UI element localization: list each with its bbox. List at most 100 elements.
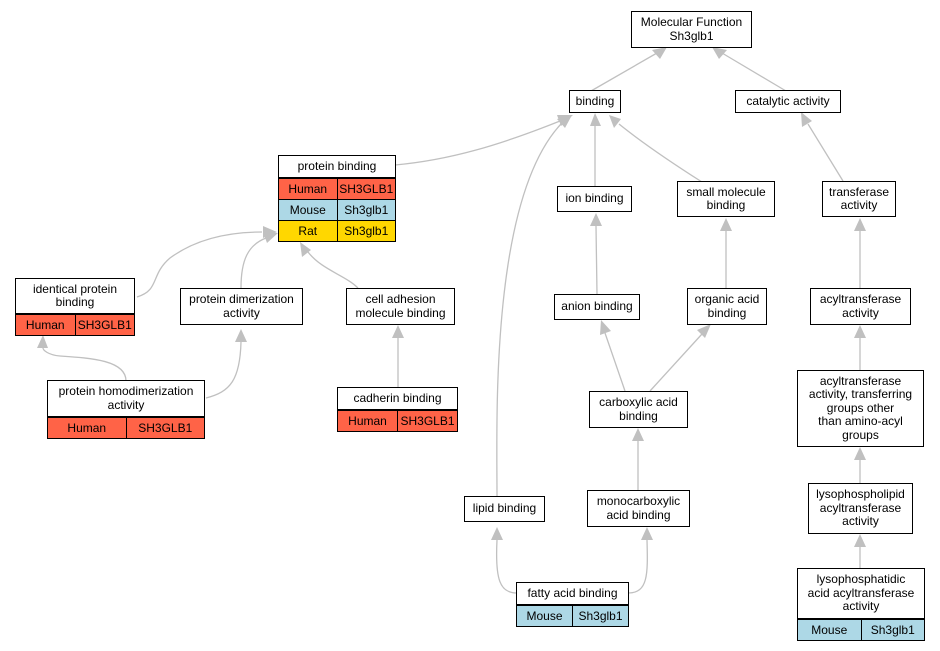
arrowhead bbox=[590, 113, 601, 126]
node-ion-binding[interactable]: ion binding bbox=[557, 186, 632, 212]
gene-cell: SH3GLB1 bbox=[397, 411, 457, 431]
node-fatty-acid-binding[interactable]: fatty acid binding Mouse Sh3glb1 bbox=[516, 582, 629, 627]
edge-carboxylic-to-anion bbox=[604, 332, 626, 392]
gene-cell: Sh3glb1 bbox=[572, 606, 628, 626]
node-label: binding bbox=[575, 93, 615, 108]
edge-catalytic-activity-to-molecular-function bbox=[721, 52, 787, 92]
node-label: Molecular Function Sh3glb1 bbox=[640, 15, 743, 43]
gene-cell: Sh3glb1 bbox=[336, 221, 395, 241]
species-row: Human SH3GLB1 bbox=[16, 314, 134, 335]
node-identical-protein-binding[interactable]: identical protein binding Human SH3GLB1 bbox=[15, 278, 135, 336]
edge-homodimerization-to-identical-protein bbox=[42, 347, 127, 382]
node-label: transferase activity bbox=[828, 184, 890, 212]
edge-fatty-acid-to-lipid bbox=[495, 539, 518, 594]
gene-cell: SH3GLB1 bbox=[336, 179, 395, 199]
arrowhead bbox=[392, 325, 404, 338]
node-lipid-binding[interactable]: lipid binding bbox=[464, 496, 545, 522]
species-cell: Mouse bbox=[279, 200, 337, 220]
node-protein-homodimerization-activity[interactable]: protein homodimerization activity Human … bbox=[47, 380, 205, 439]
node-label: ion binding bbox=[565, 191, 624, 206]
species-cell: Mouse bbox=[517, 606, 572, 626]
node-label: identical protein binding bbox=[16, 279, 134, 314]
species-cell: Mouse bbox=[798, 620, 861, 640]
node-label: cell adhesion molecule binding bbox=[355, 292, 446, 320]
edge-anion-to-ion bbox=[595, 225, 598, 295]
arrowhead bbox=[801, 112, 812, 127]
node-protein-binding[interactable]: protein binding Human SH3GLB1 Mouse Sh3g… bbox=[278, 155, 396, 242]
arrowhead bbox=[720, 218, 732, 231]
arrowhead bbox=[590, 213, 602, 226]
edge-fatty-acid-to-monocarboxylic bbox=[627, 539, 648, 594]
node-label: fatty acid binding bbox=[517, 583, 628, 605]
species-cell: Rat bbox=[279, 221, 337, 241]
node-organic-acid-binding[interactable]: organic acid binding bbox=[687, 288, 767, 325]
species-row: Human SH3GLB1 bbox=[338, 410, 457, 431]
arrowhead bbox=[854, 534, 866, 547]
node-transferase-activity[interactable]: transferase activity bbox=[822, 181, 896, 217]
node-label: lipid binding bbox=[472, 501, 537, 516]
node-label: acyltransferase activity, transferring g… bbox=[808, 373, 913, 442]
species-cell: Human bbox=[48, 418, 126, 438]
edge-lipid-binding-to-binding bbox=[496, 123, 562, 497]
arrowhead bbox=[652, 47, 667, 59]
species-row: Human SH3GLB1 bbox=[48, 417, 204, 438]
node-acyltransferase-non-aminoacyl[interactable]: acyltransferase activity, transferring g… bbox=[797, 370, 924, 447]
arrowhead bbox=[854, 325, 866, 338]
arrowhead bbox=[854, 447, 866, 460]
node-label: protein binding bbox=[279, 156, 395, 178]
node-label: lysophosphatidic acid acyltransferase ac… bbox=[798, 569, 924, 619]
arrowhead bbox=[37, 335, 48, 348]
arrowhead bbox=[712, 47, 727, 59]
species-row: Mouse Sh3glb1 bbox=[517, 605, 628, 626]
species-row: Human SH3GLB1 bbox=[279, 178, 395, 199]
node-small-molecule-binding[interactable]: small molecule binding bbox=[677, 181, 775, 217]
node-label: anion binding bbox=[561, 299, 633, 314]
node-catalytic-activity[interactable]: catalytic activity bbox=[735, 90, 841, 113]
node-protein-dimerization-activity[interactable]: protein dimerization activity bbox=[180, 288, 303, 325]
species-row: Mouse Sh3glb1 bbox=[798, 619, 924, 640]
node-molecular-function[interactable]: Molecular Function Sh3glb1 bbox=[631, 11, 752, 48]
node-label: protein homodimerization activity bbox=[48, 381, 204, 417]
species-cell: Human bbox=[16, 315, 75, 335]
node-label: carboxylic acid binding bbox=[599, 395, 678, 423]
node-acyltransferase-activity[interactable]: acyltransferase activity bbox=[810, 288, 911, 325]
species-row: Rat Sh3glb1 bbox=[279, 220, 395, 241]
edge-homodimerization-to-dimerization bbox=[205, 341, 242, 399]
species-row: Mouse Sh3glb1 bbox=[279, 199, 395, 220]
arrowhead bbox=[632, 428, 644, 441]
species-cell: Human bbox=[338, 411, 397, 431]
gene-cell: Sh3glb1 bbox=[336, 200, 395, 220]
arrowhead bbox=[300, 242, 311, 257]
node-label: organic acid binding bbox=[694, 292, 760, 320]
arrowhead bbox=[609, 115, 621, 128]
arrowhead bbox=[600, 320, 611, 335]
edge-dimerization-to-protein-binding bbox=[240, 237, 267, 289]
species-cell: Human bbox=[279, 179, 337, 199]
edge-small-molecule-binding-to-binding bbox=[618, 123, 703, 183]
node-carboxylic-acid-binding[interactable]: carboxylic acid binding bbox=[589, 391, 688, 428]
arrowhead bbox=[854, 218, 866, 231]
node-lysophospholipid-acyltransferase[interactable]: lysophospholipid acyltransferase activit… bbox=[808, 483, 913, 534]
node-lysophosphatidic-acid-acyltransferase[interactable]: lysophosphatidic acid acyltransferase ac… bbox=[797, 568, 925, 641]
node-anion-binding[interactable]: anion binding bbox=[554, 294, 640, 320]
edge-protein-binding-to-binding bbox=[394, 120, 561, 166]
arrowhead bbox=[641, 527, 653, 540]
node-monocarboxylic-acid-binding[interactable]: monocarboxylic acid binding bbox=[587, 490, 690, 527]
node-binding[interactable]: binding bbox=[569, 90, 621, 113]
node-label: acyltransferase activity bbox=[819, 292, 902, 320]
node-label: monocarboxylic acid binding bbox=[596, 494, 681, 522]
edge-carboxylic-to-organic-acid bbox=[649, 333, 703, 392]
node-label: small molecule binding bbox=[686, 184, 766, 212]
edge-transferase-to-catalytic bbox=[807, 123, 844, 182]
node-cell-adhesion-molecule-binding[interactable]: cell adhesion molecule binding bbox=[346, 288, 455, 325]
arrowhead bbox=[491, 527, 503, 540]
arrowhead bbox=[263, 232, 278, 243]
arrowhead bbox=[557, 115, 572, 128]
node-label: lysophospholipid acyltransferase activit… bbox=[816, 487, 905, 529]
edge-cell-adhesion-to-protein-binding bbox=[307, 251, 359, 289]
node-label: protein dimerization activity bbox=[189, 292, 294, 320]
arrowhead bbox=[235, 329, 247, 342]
node-label: cadherin binding bbox=[338, 388, 457, 410]
node-cadherin-binding[interactable]: cadherin binding Human SH3GLB1 bbox=[337, 387, 458, 432]
node-label: catalytic activity bbox=[746, 93, 830, 108]
